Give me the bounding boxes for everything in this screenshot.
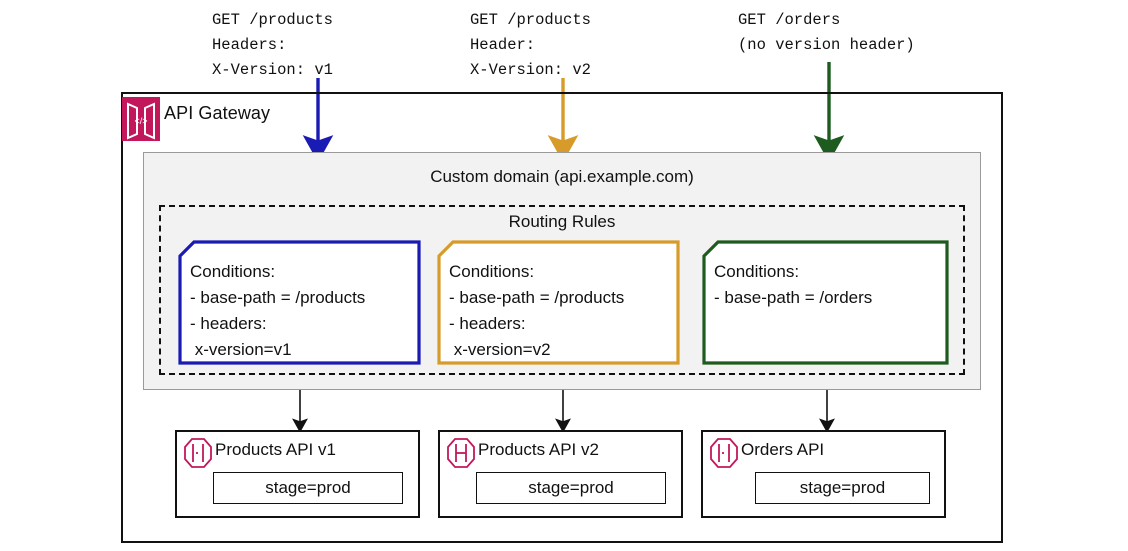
api-gateway-label: API Gateway: [164, 103, 271, 123]
backend-products-api-v2[interactable]: Products API v2 stage=prod: [438, 430, 683, 518]
routing-rule-orders[interactable]: Conditions: - base-path = /orders: [702, 240, 949, 365]
backend-products-api-v1[interactable]: Products API v1 stage=prod: [175, 430, 420, 518]
routing-rule-products-v2-text: Conditions: - base-path = /products - he…: [449, 262, 625, 359]
custom-domain-label: Custom domain (api.example.com): [430, 167, 694, 186]
backend-orders-api-stage: stage=prod: [755, 472, 930, 504]
routing-rules-group: Routing Rules: [159, 205, 965, 375]
request-label-orders: GET /orders (no version header): [738, 11, 915, 54]
routing-rule-orders-text: Conditions: - base-path = /orders: [714, 262, 873, 307]
backend-orders-api-label: Orders API: [741, 440, 825, 459]
routing-rule-products-v2[interactable]: Conditions: - base-path = /products - he…: [437, 240, 680, 365]
api-octagon-icon: [184, 438, 212, 468]
backend-products-api-v2-stage: stage=prod: [476, 472, 666, 504]
api-gateway-icon: </>: [122, 97, 160, 141]
backend-orders-api[interactable]: Orders API stage=prod: [701, 430, 946, 518]
backend-products-api-v1-label: Products API v1: [215, 440, 336, 459]
backend-products-api-v2-label: Products API v2: [478, 440, 599, 459]
backend-products-api-v1-stage: stage=prod: [213, 472, 403, 504]
svg-text:</>: </>: [134, 116, 147, 126]
api-octagon-icon: [710, 438, 738, 468]
api-gateway-container: [121, 92, 1003, 543]
request-label-v1: GET /products Headers: X-Version: v1: [212, 11, 333, 79]
routing-rules-label: Routing Rules: [508, 212, 616, 231]
api-octagon-icon: [447, 438, 475, 468]
routing-rule-products-v1-text: Conditions: - base-path = /products - he…: [190, 262, 366, 359]
request-label-v2: GET /products Header: X-Version: v2: [470, 11, 591, 79]
routing-rule-products-v1[interactable]: Conditions: - base-path = /products - he…: [178, 240, 421, 365]
